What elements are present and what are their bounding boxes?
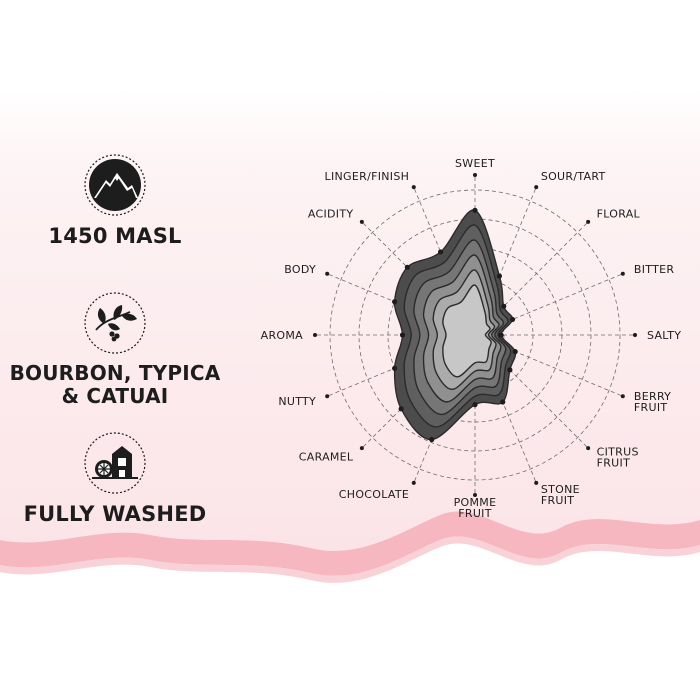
value-dot xyxy=(398,406,404,412)
axis-end-dot xyxy=(473,173,477,177)
axis-label: ACIDITY xyxy=(308,207,354,220)
value-dot xyxy=(501,303,507,309)
axis-end-dot xyxy=(620,271,625,276)
altitude-info: 1450 MASL xyxy=(0,152,230,248)
varietal-line-1: BOURBON, TYPICA xyxy=(9,361,221,385)
value-dot xyxy=(429,436,435,443)
value-dot xyxy=(498,332,504,338)
grid-spoke xyxy=(474,334,589,449)
axis-end-dot xyxy=(620,394,625,399)
washing-station-icon xyxy=(84,432,146,494)
value-dot xyxy=(472,402,478,408)
axis-label: CARAMEL xyxy=(299,451,354,464)
axis-label: BODY xyxy=(284,263,316,276)
value-dot xyxy=(507,367,513,373)
grid-spoke xyxy=(474,273,623,336)
pink-band xyxy=(0,88,700,551)
radar-layers xyxy=(393,209,517,441)
value-dot xyxy=(500,399,506,405)
pink-wave xyxy=(0,511,700,576)
axis-end-dot xyxy=(586,219,591,224)
axis-label: BITTER xyxy=(634,263,674,276)
value-dot xyxy=(392,299,398,305)
axis-label: CHOCOLATE xyxy=(339,488,409,501)
axis-label: NUTTY xyxy=(278,395,316,408)
axis-end-dot xyxy=(473,493,477,497)
grid-spoke xyxy=(474,187,537,336)
axis-label: LINGER/FINISH xyxy=(325,170,410,183)
value-dot xyxy=(512,349,518,355)
axis-label: SALTY xyxy=(647,329,681,342)
process-label: FULLY WASHED xyxy=(23,502,207,526)
axis-end-dot xyxy=(325,394,330,399)
axis-end-dot xyxy=(534,480,539,485)
grid-spoke xyxy=(474,334,623,397)
grid-spoke xyxy=(474,334,537,483)
value-dot xyxy=(496,273,503,279)
axis-end-dot xyxy=(325,271,330,276)
coffee-plant-icon xyxy=(84,292,146,354)
mountain-icon xyxy=(84,154,146,216)
axis-end-dot xyxy=(359,219,364,224)
axis-end-dot xyxy=(411,185,416,190)
process-info: FULLY WASHED xyxy=(0,430,230,526)
grid-spoke xyxy=(474,221,589,336)
value-dot xyxy=(472,207,478,213)
axis-end-dot xyxy=(633,333,637,337)
value-dot xyxy=(509,316,516,323)
axis-label: SOUR/TART xyxy=(541,170,606,183)
value-dot xyxy=(437,249,444,255)
axis-label: SWEET xyxy=(455,157,495,170)
value-dot xyxy=(392,365,398,371)
axis-label: FLORAL xyxy=(597,207,641,220)
axis-end-dot xyxy=(313,333,317,337)
altitude-label: 1450 MASL xyxy=(48,224,182,248)
axis-end-dot xyxy=(534,185,539,190)
varietal-info: BOURBON, TYPICA & CATUAI xyxy=(0,290,230,408)
grid-ring xyxy=(329,189,621,481)
varietal-line-2: & CATUAI xyxy=(61,384,169,408)
varietal-label: BOURBON, TYPICA & CATUAI xyxy=(0,362,230,408)
value-dot xyxy=(404,264,410,270)
axis-label: AROMA xyxy=(261,329,304,342)
pink-wave-edge xyxy=(0,536,700,583)
axis-end-dot xyxy=(586,446,591,451)
value-dot xyxy=(399,332,406,338)
axis-end-dot xyxy=(359,446,364,451)
radar-layer-6 xyxy=(442,284,492,378)
radar-value-dots xyxy=(392,207,518,443)
axis-end-dot xyxy=(411,480,416,485)
